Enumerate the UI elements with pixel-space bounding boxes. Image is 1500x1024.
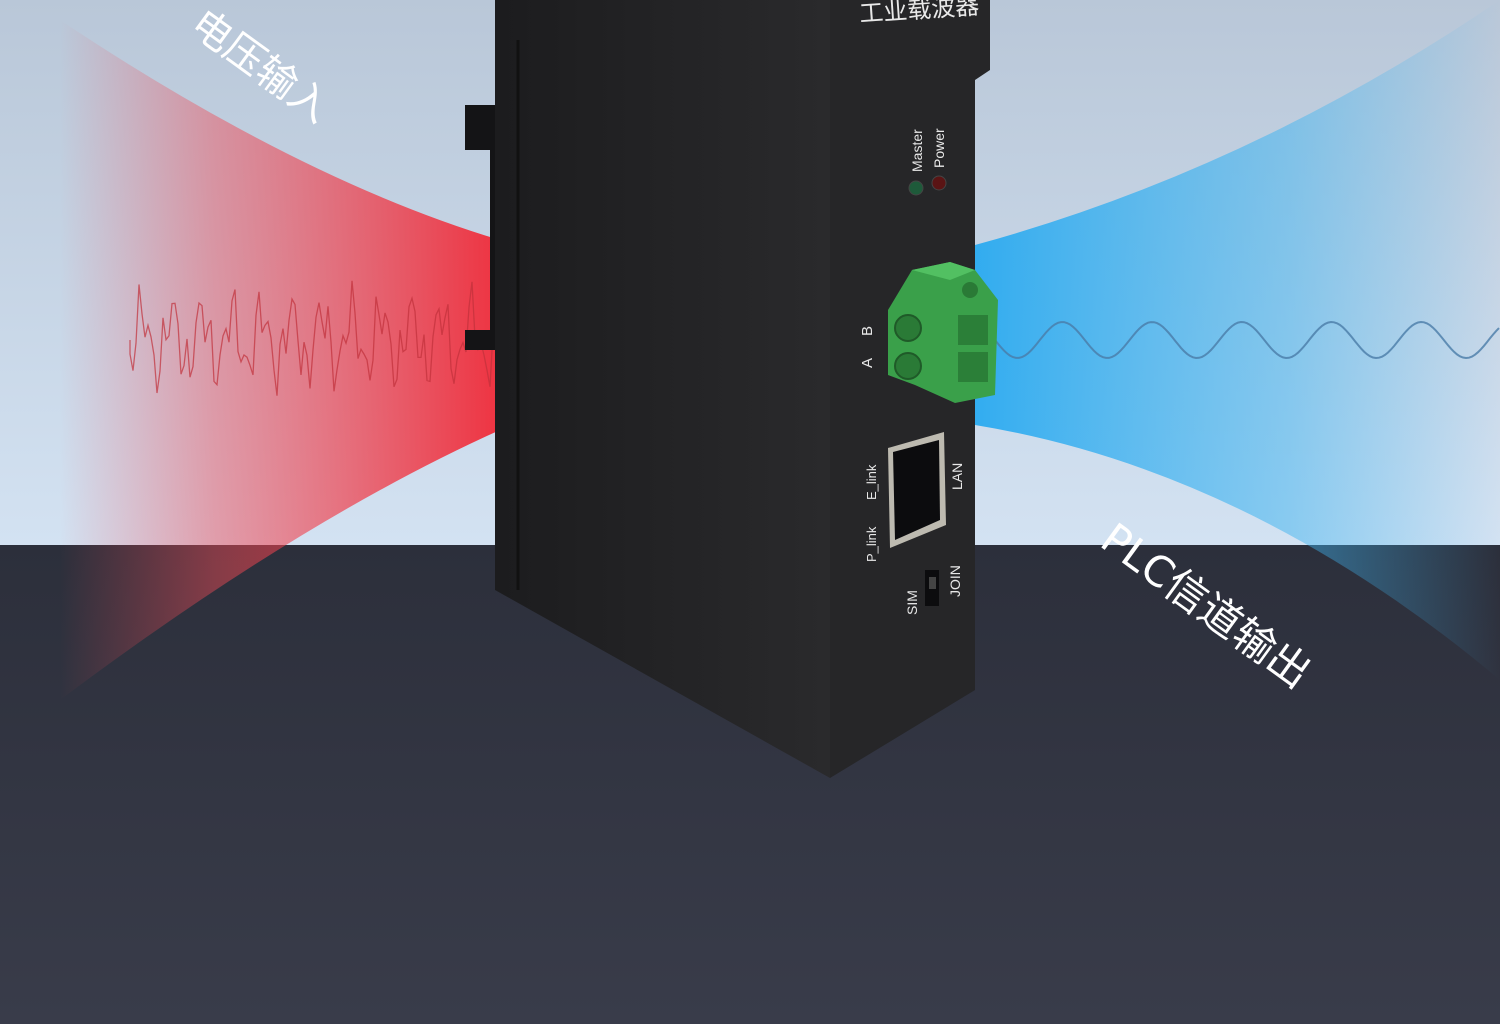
screw-b-icon bbox=[894, 314, 922, 342]
device: 工业载波器 Master Power B A E_link P_link LAN… bbox=[465, 0, 998, 778]
screw-a-icon bbox=[894, 352, 922, 380]
lan-port[interactable] bbox=[888, 432, 946, 548]
terminal-b-label: B bbox=[859, 326, 876, 336]
din-rail-clip bbox=[465, 105, 495, 350]
led-master-label: Master bbox=[909, 129, 925, 172]
sim-label: SIM bbox=[904, 590, 920, 615]
device-front-face bbox=[495, 0, 830, 778]
led-power-label: Power bbox=[931, 128, 947, 168]
join-label: JOIN bbox=[947, 565, 963, 597]
noisy-input-wave bbox=[129, 280, 494, 396]
e-link-label: E_link bbox=[864, 464, 879, 500]
terminal-a-label: A bbox=[859, 358, 876, 368]
input-signal-fan bbox=[60, 20, 500, 700]
clean-output-wave bbox=[994, 320, 1500, 360]
lan-label: LAN bbox=[949, 463, 965, 490]
terminal-block[interactable] bbox=[888, 262, 998, 403]
p-link-label: P_link bbox=[864, 526, 879, 562]
output-signal-fan bbox=[975, 0, 1500, 680]
master-led-icon bbox=[908, 180, 924, 196]
power-led-icon bbox=[931, 175, 947, 191]
device-side-face bbox=[830, 0, 990, 778]
